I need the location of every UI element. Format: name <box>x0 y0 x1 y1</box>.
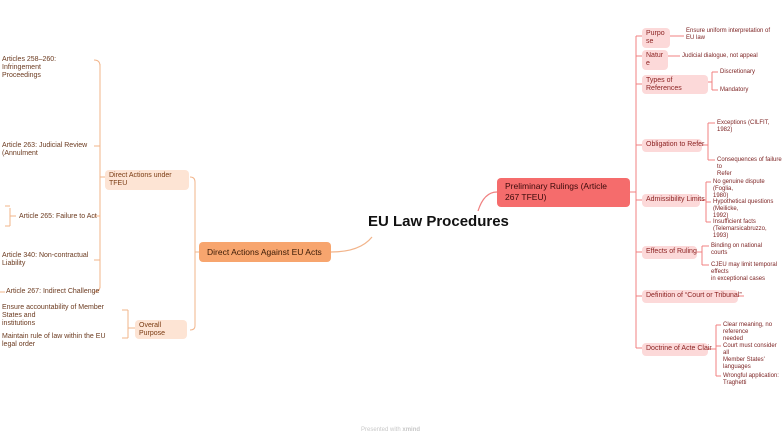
leaf-clear-meaning[interactable]: Clear meaning, no reference needed <box>723 322 773 342</box>
leaf-languages[interactable]: Court must consider all Member States' l… <box>723 343 777 370</box>
subtopic-effects[interactable]: Effects of Ruling <box>642 246 697 259</box>
subtopic-overall-purpose[interactable]: Overall Purpose <box>135 320 187 339</box>
footer-prefix: Presented with <box>361 427 403 433</box>
leaf-wrongful-application[interactable]: Wrongful application: Traghetti <box>723 373 779 386</box>
main-topic-direct-actions[interactable]: Direct Actions Against EU Acts <box>199 242 331 262</box>
leaf-non-contractual-liability[interactable]: Article 340: Non-contractual Liability <box>2 252 91 267</box>
leaf-purpose[interactable]: Ensure uniform interpretation of EU law <box>686 28 771 41</box>
subtopic-admissibility[interactable]: Admissibility Limits <box>642 194 705 207</box>
subtopic-direct-actions-tfeu[interactable]: Direct Actions under TFEU <box>105 170 189 190</box>
subtopic-types[interactable]: Types of References <box>642 75 708 94</box>
subtopic-acte-clair[interactable]: Doctrine of Acte Clair <box>642 343 712 356</box>
leaf-infringement[interactable]: Articles 258–260: Infringement Proceedin… <box>2 56 57 79</box>
leaf-hypothetical[interactable]: Hypothetical questions (Meilicke, 1992) <box>713 199 774 219</box>
leaf-rule-of-law[interactable]: Maintain rule of law within the EU legal… <box>2 333 108 348</box>
leaf-no-genuine-dispute[interactable]: No genuine dispute (Foglia, 1980) <box>713 179 765 199</box>
subtopic-court-definition[interactable]: Definition of “Court or Tribunal” <box>642 290 742 303</box>
leaf-judicial-review[interactable]: Article 263: Judicial Review (Annulment <box>2 142 90 157</box>
subtopic-obligation[interactable]: Obligation to Refer <box>642 139 704 152</box>
leaf-accountability[interactable]: Ensure accountability of Member States a… <box>2 304 104 327</box>
subtopic-nature[interactable]: Nature <box>642 50 668 70</box>
leaf-indirect-challenge[interactable]: Article 267: Indirect Challenge <box>6 288 100 295</box>
footer-brand: xmind <box>402 427 421 433</box>
leaf-consequences[interactable]: Consequences of failure to Refer <box>717 157 782 177</box>
footer-watermark: Presented with xmind <box>361 426 420 434</box>
leaf-binding[interactable]: Binding on national courts <box>711 243 763 256</box>
leaf-failure-to-act[interactable]: Article 265: Failure to Act <box>19 213 97 220</box>
leaf-temporal-effects[interactable]: CJEU may limit temporal effects in excep… <box>711 262 778 282</box>
leaf-insufficient-facts[interactable]: Insufficient facts (Telemarsicabruzzo, 1… <box>713 219 767 239</box>
leaf-mandatory[interactable]: Mandatory <box>720 87 749 93</box>
central-topic[interactable]: EU Law Procedures <box>368 213 509 230</box>
subtopic-purpose[interactable]: Purpose <box>642 28 670 48</box>
leaf-nature[interactable]: Judicial dialogue, not appeal <box>682 53 758 59</box>
main-topic-preliminary-rulings[interactable]: Preliminary Rulings (Article 267 TFEU) <box>497 178 630 207</box>
leaf-exceptions[interactable]: Exceptions (CILFIT, 1982) <box>717 120 770 133</box>
leaf-discretionary[interactable]: Discretionary <box>720 69 756 75</box>
